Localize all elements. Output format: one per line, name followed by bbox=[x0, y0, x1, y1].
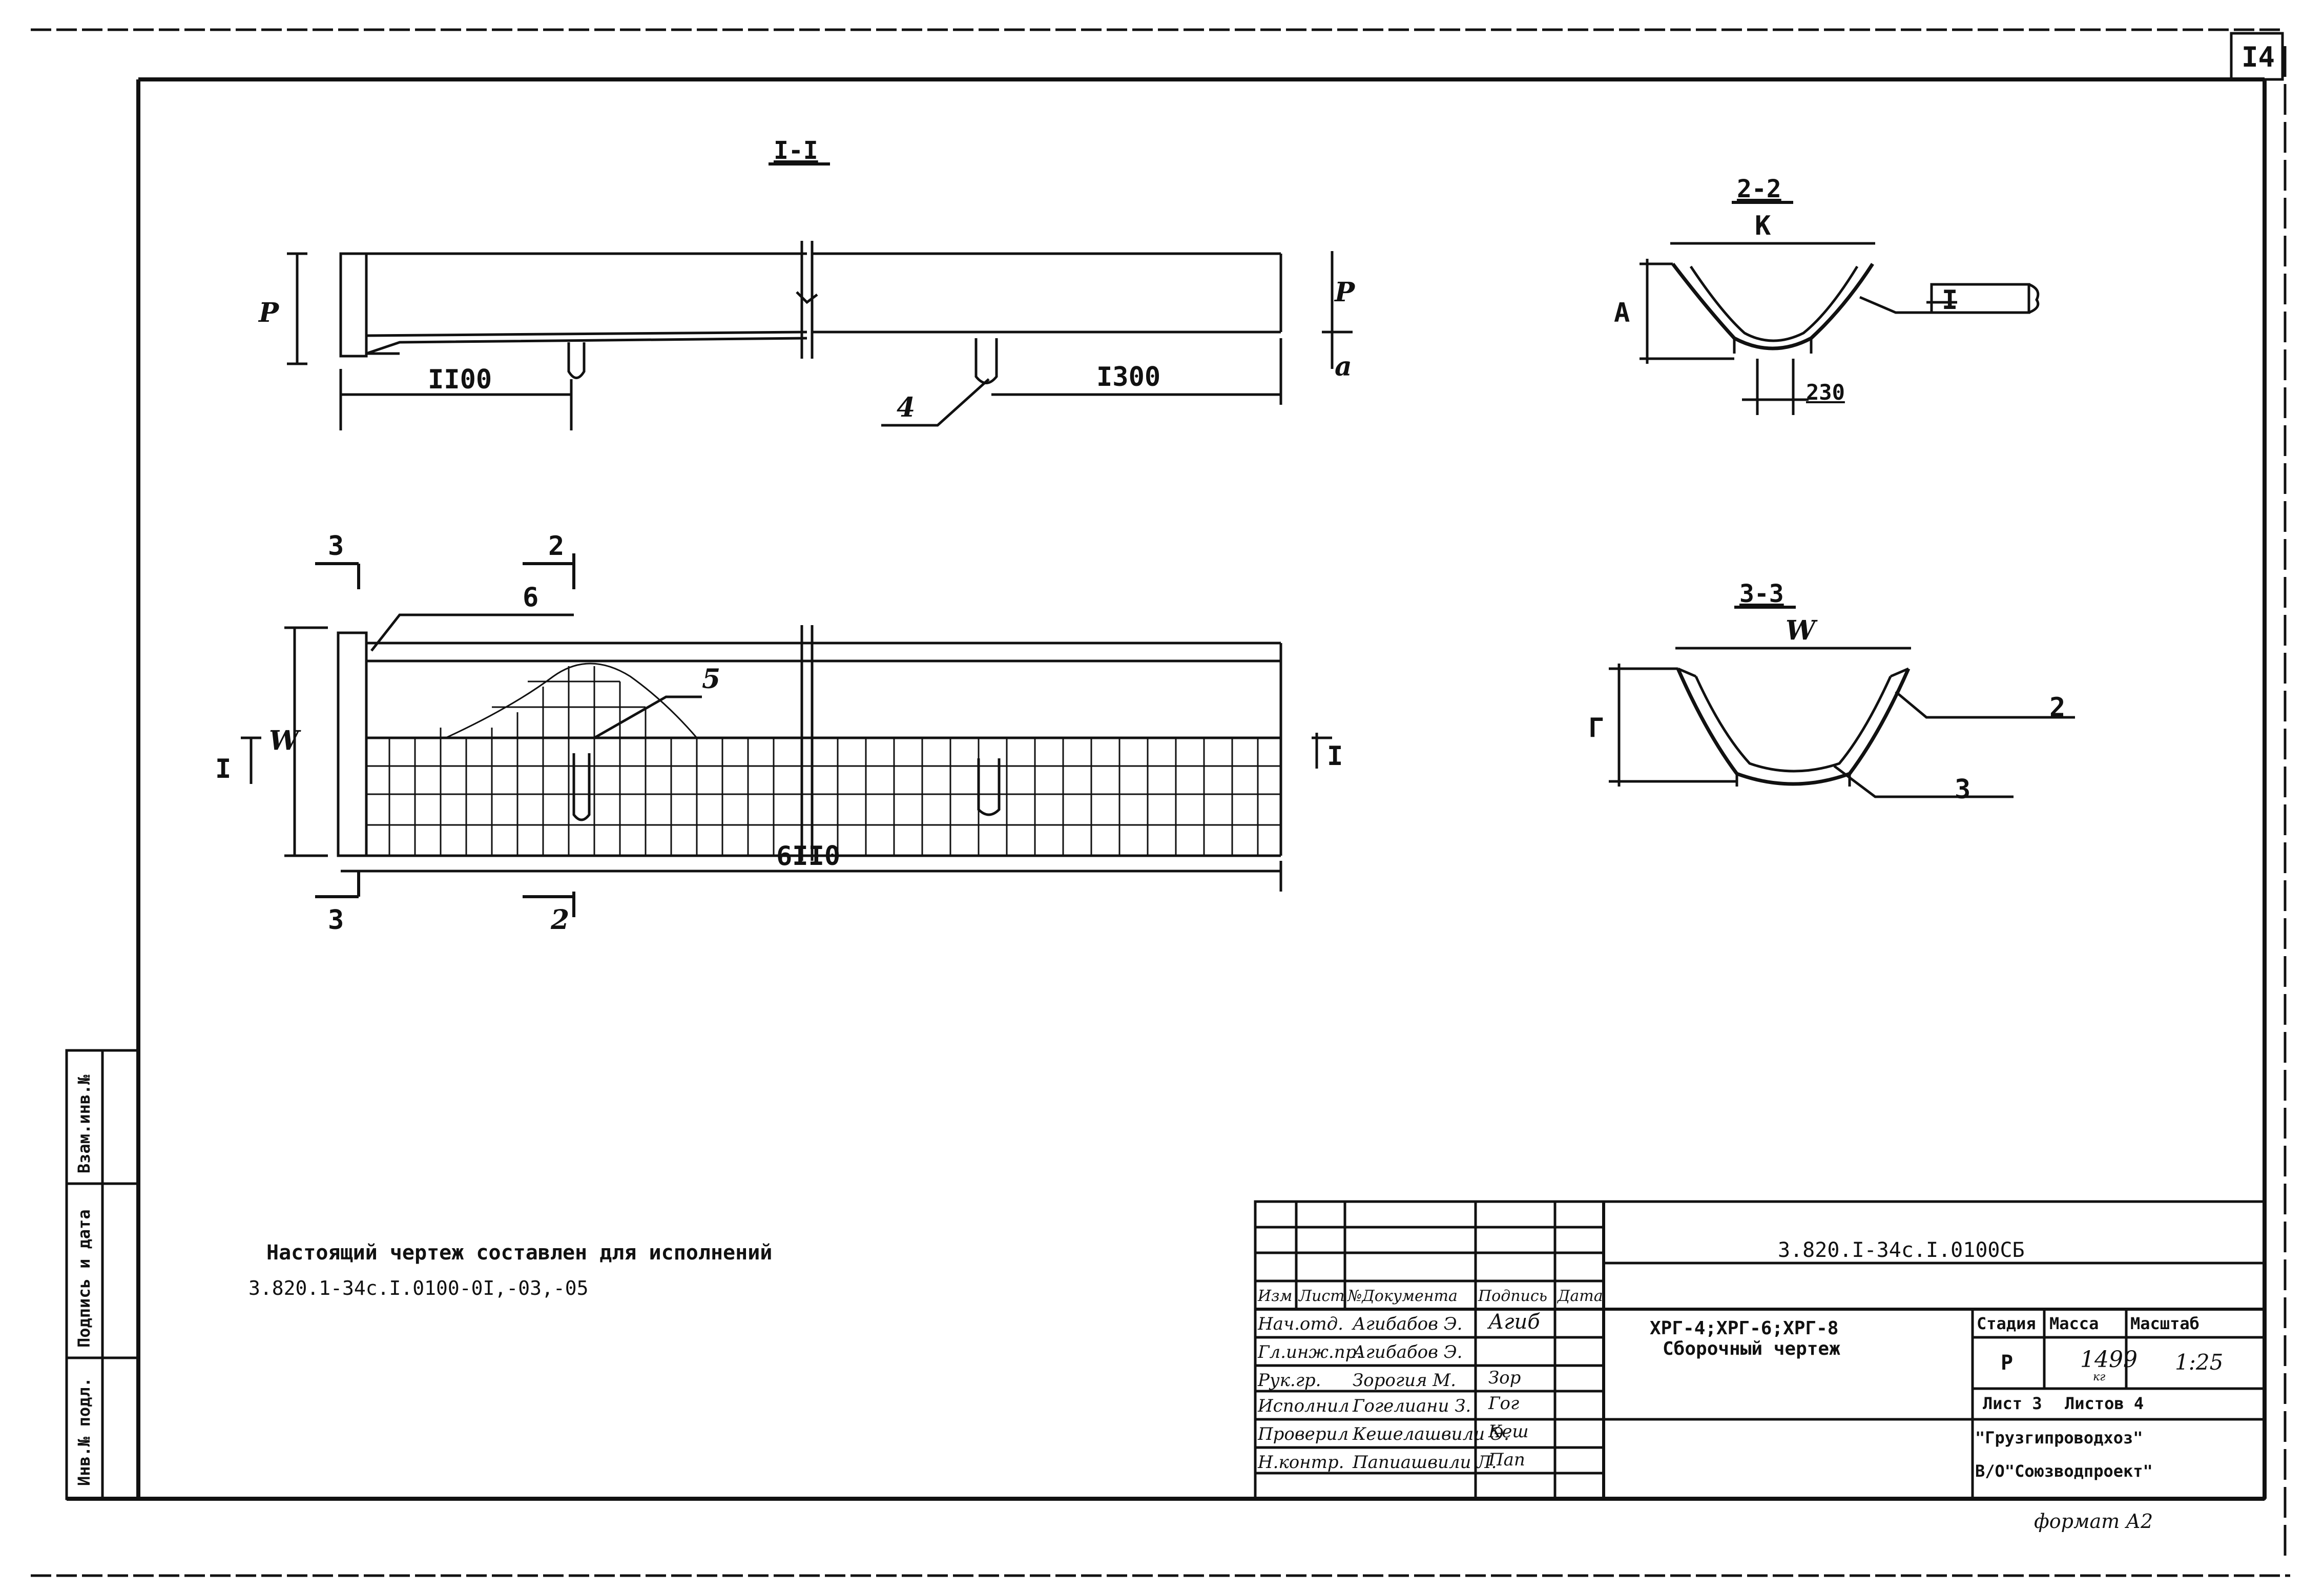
product-designation: ХРГ-4;ХРГ-6;ХРГ-8 bbox=[1650, 1318, 1839, 1339]
person-signature: Гог bbox=[1488, 1393, 1520, 1414]
cut-3-bottom: 3 bbox=[328, 905, 344, 936]
title-block-frame bbox=[1254, 1200, 2266, 1500]
dim-3-3-height: Г bbox=[1588, 713, 1605, 743]
organization-1: "Грузгипроводхоз" bbox=[1975, 1428, 2143, 1448]
dim-height-lower: a bbox=[1335, 351, 1352, 382]
dim-2-2-width: K bbox=[1755, 211, 1771, 241]
section-title-1-1: I-I bbox=[774, 136, 818, 165]
section-2-2-view bbox=[1640, 201, 2040, 415]
section-title-3-3: 3-3 bbox=[1739, 580, 1784, 608]
dim-height-left: P bbox=[259, 297, 279, 328]
cut-1-left: I bbox=[215, 754, 232, 784]
scale-label: Масштаб bbox=[2130, 1314, 2200, 1333]
header-list: Лист bbox=[1299, 1287, 1345, 1305]
dim-1300: I300 bbox=[1096, 362, 1161, 392]
person-role: Проверил bbox=[1258, 1424, 1349, 1444]
dim-2-2-height: A bbox=[1614, 298, 1630, 328]
stage-label: Стадия bbox=[1977, 1314, 2036, 1333]
mass-label: Масса bbox=[2049, 1314, 2099, 1333]
person-name: Кешелашвили Э. bbox=[1353, 1424, 1509, 1444]
sheets-total-label: Листов 4 bbox=[2065, 1394, 2144, 1413]
dim-plan-height: W bbox=[269, 725, 299, 756]
organization-2: В/О"Союзводпроект" bbox=[1975, 1461, 2153, 1481]
sheet-number: I4 bbox=[2242, 41, 2275, 73]
detail-1: I bbox=[1942, 285, 1958, 316]
mass-value: 1499 bbox=[2080, 1347, 2138, 1373]
cut-2-bottom: 2 bbox=[551, 904, 570, 936]
person-role: Н.контр. bbox=[1258, 1452, 1344, 1473]
plan-view bbox=[241, 553, 1332, 917]
side-stamp-inv-podl: Инв.№ подл. bbox=[74, 1377, 94, 1486]
mass-unit: кг bbox=[2093, 1371, 2106, 1383]
header-ndoc: №Документа bbox=[1347, 1287, 1458, 1305]
person-name: Агибабов Э. bbox=[1353, 1342, 1463, 1362]
sheet-label: Лист 3 bbox=[1983, 1394, 2042, 1413]
person-name: Агибабов Э. bbox=[1353, 1314, 1463, 1334]
person-role: Гл.инж.пр. bbox=[1258, 1342, 1362, 1362]
callout-6: 6 bbox=[523, 582, 539, 613]
scale-value: 1:25 bbox=[2175, 1350, 2224, 1375]
section-3-3-view bbox=[1609, 606, 2075, 798]
cut-1-right: I bbox=[1327, 741, 1343, 772]
note-line-1: Настоящий чертеж составлен для исполнени… bbox=[266, 1241, 773, 1265]
drawing-type: Сборочный чертеж bbox=[1663, 1338, 1840, 1359]
header-izm: Изм bbox=[1258, 1287, 1293, 1305]
person-name: Папиашвили Л. bbox=[1353, 1452, 1497, 1473]
sheet-border bbox=[31, 28, 2290, 1577]
side-stamp-vzam-inv: Взам.инв.№ bbox=[74, 1074, 94, 1173]
dim-height-upper: P bbox=[1335, 277, 1355, 308]
side-stamp-podpis-data: Подпись и дата bbox=[74, 1209, 94, 1348]
dim-3-3-width: W bbox=[1786, 615, 1816, 646]
document-code: 3.820.I-34с.I.0100СБ bbox=[1778, 1238, 2025, 1262]
header-data: Дата bbox=[1558, 1287, 1603, 1305]
cut-2-top: 2 bbox=[548, 531, 565, 562]
dim-1100: II00 bbox=[428, 364, 492, 395]
person-signature: Зор bbox=[1488, 1368, 1521, 1388]
paper-format: формат А2 bbox=[2034, 1510, 2153, 1533]
person-signature: Пап bbox=[1488, 1450, 1525, 1470]
section-title-2-2: 2-2 bbox=[1737, 175, 1781, 203]
callout-3: 3 bbox=[1955, 774, 1971, 805]
person-role: Рук.гр. bbox=[1258, 1370, 1321, 1391]
person-role: Исполнил bbox=[1258, 1396, 1350, 1416]
person-signature: Агиб bbox=[1488, 1310, 1540, 1334]
person-name: Зорогия М. bbox=[1353, 1370, 1456, 1391]
section-1-1-view bbox=[287, 162, 1353, 430]
person-role: Нач.отд. bbox=[1258, 1314, 1343, 1334]
reinforcement-mesh bbox=[366, 663, 1281, 856]
dim-6110: 6II0 bbox=[776, 841, 841, 872]
note-line-2: 3.820.1-34с.I.0100-0I,-03,-05 bbox=[248, 1277, 589, 1299]
person-signature: Кеш bbox=[1488, 1421, 1529, 1442]
header-podpis: Подпись bbox=[1478, 1287, 1548, 1305]
callout-5: 5 bbox=[702, 664, 721, 695]
side-stamp bbox=[65, 1049, 140, 1500]
callout-2: 2 bbox=[2049, 692, 2066, 723]
callout-4: 4 bbox=[897, 392, 916, 423]
person-name: Гогелиани З. bbox=[1353, 1396, 1471, 1416]
cut-3-top: 3 bbox=[328, 531, 344, 562]
dim-230: 230 bbox=[1806, 380, 1845, 405]
stage-value: Р bbox=[2001, 1351, 2014, 1375]
